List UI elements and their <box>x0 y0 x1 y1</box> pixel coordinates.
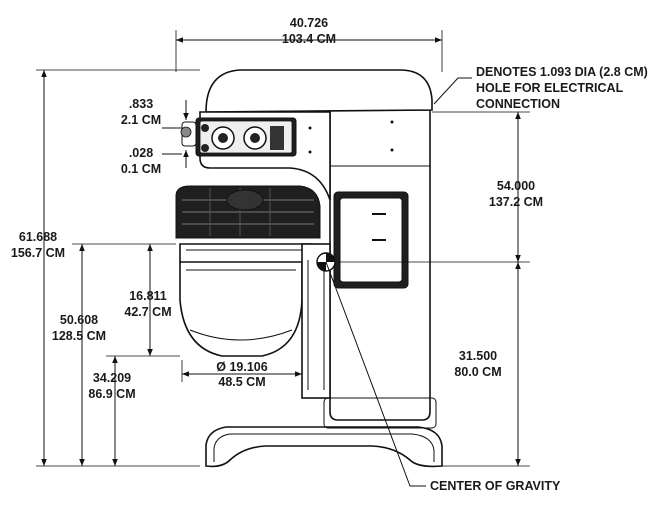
control-offset-bottom-in: .028 <box>129 146 153 160</box>
bowl-rim-height-in: 50.608 <box>60 313 98 327</box>
bowl-bottom-height-in: 34.209 <box>93 371 131 385</box>
column-access-panel <box>333 191 409 289</box>
control-offset-top-cm: 2.1 CM <box>121 113 161 127</box>
bowl-bottom-height-cm: 86.9 CM <box>88 387 135 401</box>
dimension-labels: 40.726 103.4 CM 61.688 156.7 CM 50.608 1… <box>11 16 543 401</box>
mixer-head <box>205 69 433 113</box>
bowl-diameter-cm: 48.5 CM <box>218 375 265 389</box>
hole-note-line-1: DENOTES 1.093 DIA (2.8 CM) <box>476 65 648 79</box>
center-of-gravity-label: CENTER OF GRAVITY <box>430 479 561 493</box>
control-offset-top-in: .833 <box>129 97 153 111</box>
mixer-base <box>205 426 443 468</box>
overall-width-cm: 103.4 CM <box>282 32 336 46</box>
overall-width-in: 40.726 <box>290 16 328 30</box>
cg-height-in: 31.500 <box>459 349 497 363</box>
control-panel <box>195 117 297 157</box>
bowl-guard <box>175 185 321 239</box>
top-to-cg-in: 54.000 <box>497 179 535 193</box>
bowl-depth-cm: 42.7 CM <box>124 305 171 319</box>
attachment-hub <box>180 121 197 147</box>
hole-note-line-3: CONNECTION <box>476 97 560 111</box>
note-labels: DENOTES 1.093 DIA (2.8 CM) HOLE FOR ELEC… <box>430 65 648 493</box>
overall-height-cm: 156.7 CM <box>11 246 65 260</box>
control-offset-bottom-cm: 0.1 CM <box>121 162 161 176</box>
overall-height-in: 61.688 <box>19 230 57 244</box>
bowl-diameter-in: Ø 19.106 <box>216 360 267 374</box>
cg-height-cm: 80.0 CM <box>454 365 501 379</box>
mixer-machine <box>175 69 443 468</box>
mixing-bowl <box>179 261 303 357</box>
bowl-depth-in: 16.811 <box>129 289 167 303</box>
top-to-cg-cm: 137.2 CM <box>489 195 543 209</box>
dimension-lines <box>36 30 530 487</box>
bowl-rim-height-cm: 128.5 CM <box>52 329 106 343</box>
hole-note-line-2: HOLE FOR ELECTRICAL <box>476 81 624 95</box>
